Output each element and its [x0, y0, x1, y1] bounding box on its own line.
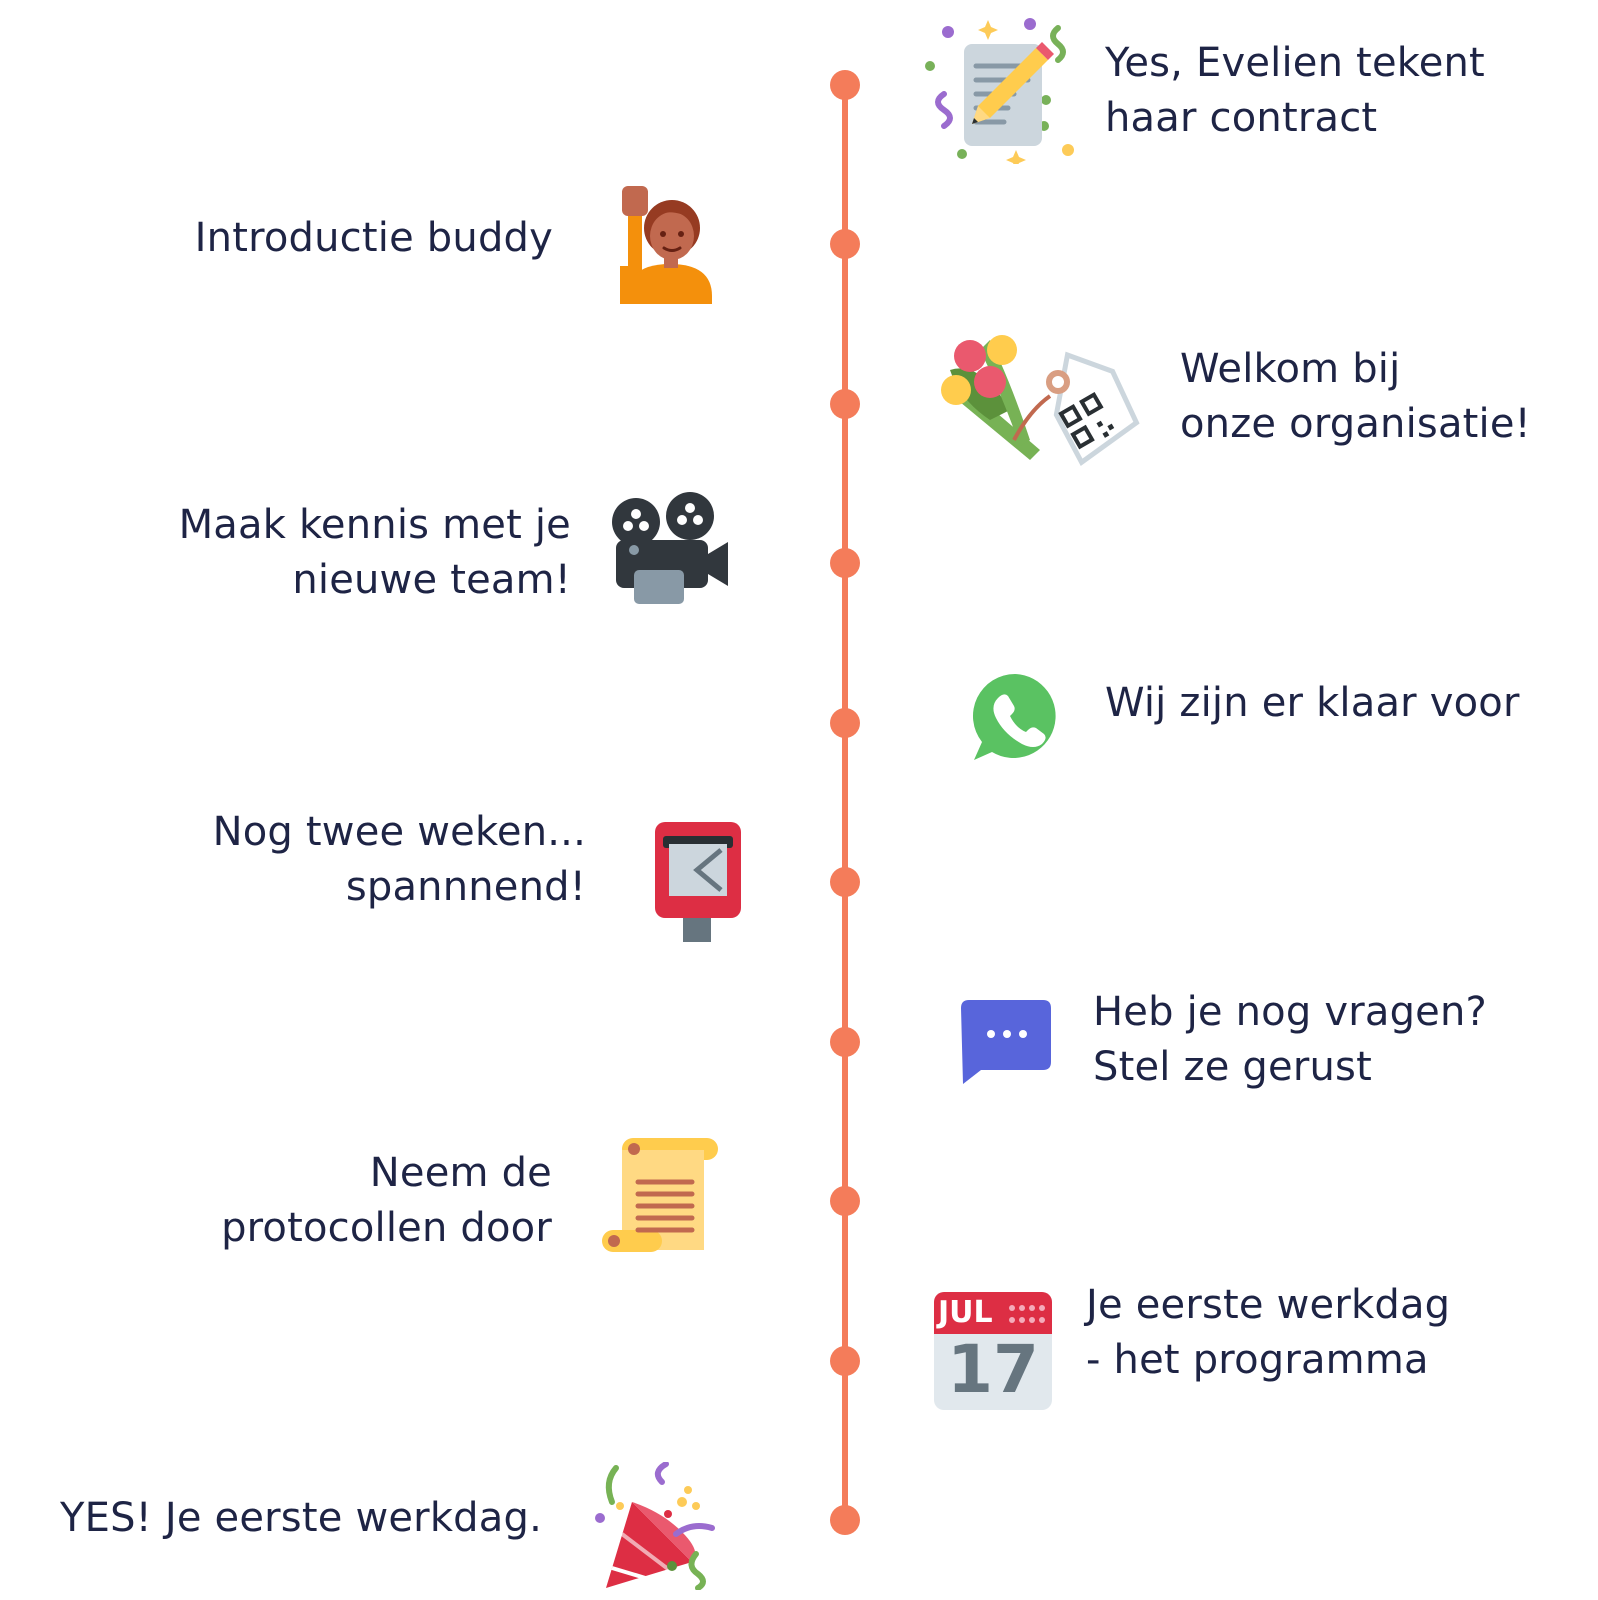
calendar-header — [934, 1292, 1052, 1334]
step-text-eerste-werkdag: YES! Je eerste werkdag. — [59, 1495, 542, 1541]
step-text-klaar-voor: Wij zijn er klaar voor — [1105, 680, 1520, 726]
calendar-month: JUL — [938, 1295, 993, 1330]
timeline-dot — [830, 1186, 860, 1216]
timeline-dot — [830, 708, 860, 738]
step-text-protocollen: Neem de protocollen door — [221, 1150, 552, 1251]
timeline-dot — [830, 867, 860, 897]
step-text-vragen: Heb je nog vragen? Stel ze gerust — [1093, 989, 1487, 1090]
timeline-dot — [830, 1346, 860, 1376]
timeline-dot — [830, 1505, 860, 1535]
step-text-nog-twee-weken: Nog twee weken... spannnend! — [212, 809, 586, 910]
timeline-line — [842, 84, 848, 1524]
calendar-dots — [1009, 1305, 1045, 1323]
movie-camera-icon — [612, 492, 728, 604]
postbox-icon — [655, 822, 741, 942]
party-popper-icon — [595, 1462, 715, 1590]
step-text-introductie-buddy: Introductie buddy — [194, 215, 553, 261]
timeline-dot — [830, 548, 860, 578]
chat-bubble-icon — [961, 1000, 1051, 1084]
signing-contract-icon — [925, 18, 1074, 164]
step-text-signing-contract: Yes, Evelien tekent haar contract — [1105, 40, 1485, 141]
scroll-icon — [602, 1138, 718, 1252]
step-text-welkom: Welkom bij onze organisatie! — [1180, 346, 1531, 447]
step-text-programma: Je eerste werkdag - het programma — [1086, 1282, 1451, 1383]
calendar-day: 17 — [947, 1331, 1039, 1408]
step-text-maak-kennis: Maak kennis met je nieuwe team! — [178, 502, 571, 603]
whatsapp-icon — [972, 674, 1056, 760]
person-raising-hand-icon — [620, 186, 712, 304]
timeline-dot — [830, 389, 860, 419]
calendar-icon: JUL 17 — [934, 1292, 1052, 1410]
bouquet-qr-tag-icon — [941, 335, 1140, 466]
timeline-dot — [830, 1027, 860, 1057]
timeline-dot — [830, 229, 860, 259]
timeline-dot — [830, 70, 860, 100]
